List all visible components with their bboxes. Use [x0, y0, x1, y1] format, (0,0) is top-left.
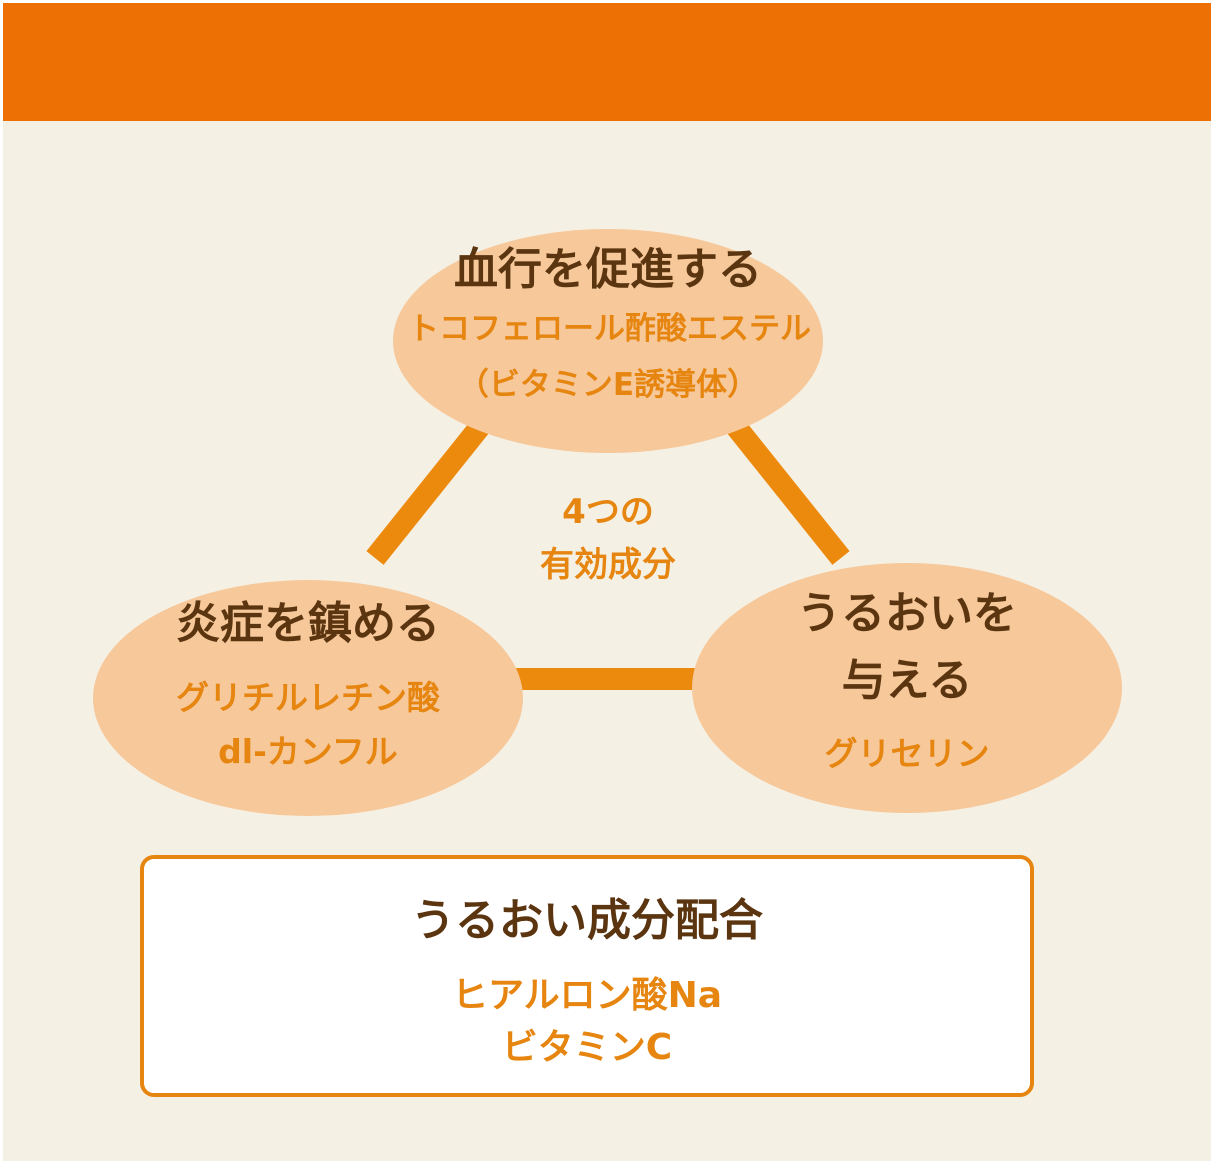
top-node-ingredient-line1: トコフェロール酢酸エステル: [408, 311, 811, 347]
node-ellipse-top: [393, 229, 823, 453]
top-node-heading: 血行を促進する: [454, 244, 762, 295]
connector-top-right: [724, 416, 850, 565]
left-node-ingredient-line2: dl-カンフル: [218, 732, 398, 771]
top-node-ingredient-line2: （ビタミンE誘導体）: [457, 367, 759, 403]
moisture-box-ingredient-line2: ビタミンC: [501, 1027, 673, 1068]
center-label-line1: 4つの: [562, 492, 654, 532]
node-ellipse-left: [93, 580, 523, 816]
left-node-heading: 炎症を鎮める: [176, 598, 440, 649]
right-node-heading-line1: うるおいを: [797, 588, 1017, 639]
node-ellipse-right: [692, 563, 1122, 813]
page-background: 血行を促進する トコフェロール酢酸エステル （ビタミンE誘導体） 4つの 有効成…: [3, 3, 1211, 1161]
left-node-ingredient-line1: グリチルレチン酸: [176, 678, 440, 717]
right-node-ingredient: グリセリン: [824, 734, 990, 773]
top-orange-band: [3, 3, 1211, 121]
connector-top-left: [366, 416, 492, 565]
moisture-ingredients-box: うるおい成分配合 ヒアルロン酸Na ビタミンC: [140, 855, 1034, 1097]
moisture-box-ingredient-line1: ヒアルロン酸Na: [451, 975, 723, 1016]
right-node-heading-line2: 与える: [841, 655, 973, 706]
moisture-box-title: うるおい成分配合: [411, 895, 763, 946]
center-label-line2: 有効成分: [540, 545, 676, 585]
ingredient-triangle-diagram: [93, 229, 1122, 816]
